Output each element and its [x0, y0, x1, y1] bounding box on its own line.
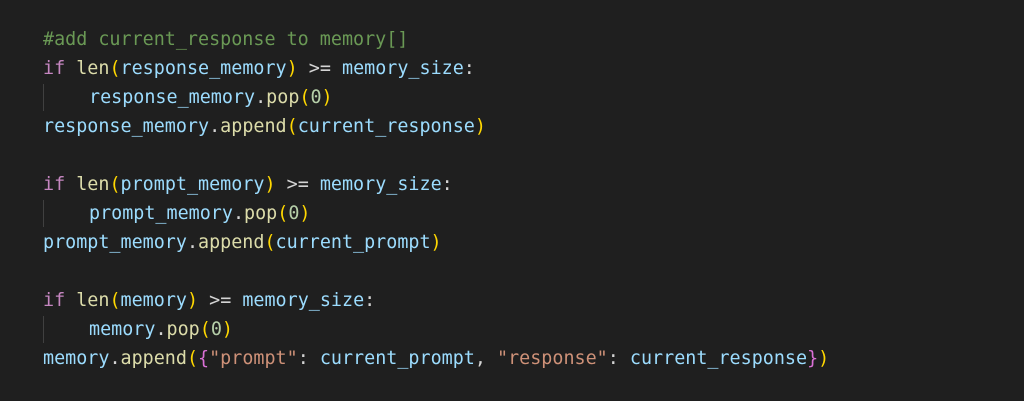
- code-token-punct: :: [463, 58, 475, 79]
- code-token-var: response_memory: [120, 58, 287, 79]
- code-token-op: >=: [297, 58, 342, 79]
- code-token-punct: :: [364, 290, 376, 311]
- code-token-number: 0: [288, 203, 300, 224]
- code-token-func: append: [198, 232, 265, 253]
- code-token-br1: (: [199, 319, 211, 340]
- code-token-br1: (: [277, 203, 289, 224]
- code-token-br1: ): [186, 290, 199, 311]
- blank-line[interactable]: [43, 257, 1024, 286]
- code-token-var: response_memory: [89, 87, 256, 108]
- code-token-func: len: [76, 58, 110, 79]
- code-line[interactable]: prompt_memory.pop(0): [43, 199, 1024, 228]
- indent-guide: [43, 84, 44, 111]
- code-token-func: append: [220, 116, 287, 137]
- code-token-var: current_prompt: [319, 348, 475, 369]
- code-token-punct: .: [109, 348, 121, 369]
- code-token-br1: (: [286, 116, 298, 137]
- code-token-var: memory_size: [242, 290, 365, 311]
- code-line[interactable]: prompt_memory.append(current_prompt): [43, 228, 1024, 257]
- code-token-br1: ): [286, 58, 298, 79]
- code-token-keyword: if: [43, 174, 66, 195]
- code-token-op: [65, 290, 76, 311]
- code-token-var: current_response: [297, 116, 475, 137]
- indent-guide: [43, 316, 44, 343]
- code-token-br1: ): [221, 319, 233, 340]
- code-token-func: pop: [266, 87, 300, 108]
- code-token-keyword: if: [43, 58, 66, 79]
- code-line[interactable]: response_memory.pop(0): [43, 83, 1024, 112]
- code-token-func: len: [76, 290, 110, 311]
- code-token-punct: :: [607, 348, 630, 369]
- code-token-br1: ): [818, 348, 830, 369]
- code-line[interactable]: memory.pop(0): [43, 315, 1024, 344]
- code-token-var: memory_size: [342, 58, 464, 79]
- code-token-var: prompt_memory: [120, 174, 265, 195]
- code-token-br1: (: [186, 348, 199, 369]
- code-token-number: 0: [210, 319, 222, 340]
- code-token-punct: .: [186, 232, 199, 253]
- code-token-var: response_memory: [43, 116, 210, 137]
- code-token-punct: .: [155, 319, 167, 340]
- code-token-punct: .: [232, 203, 245, 224]
- code-token-br1: (: [299, 87, 311, 108]
- code-line[interactable]: #add current_response to memory[]: [43, 25, 1024, 54]
- blank-line[interactable]: [43, 141, 1024, 170]
- code-token-func: len: [76, 174, 110, 195]
- code-line[interactable]: response_memory.append(current_response): [43, 112, 1024, 141]
- code-token-br1: (: [109, 58, 121, 79]
- code-token-var: current_prompt: [275, 232, 431, 253]
- code-token-comment: #add current_response to memory[]: [43, 29, 409, 50]
- code-token-func: append: [120, 348, 187, 369]
- code-token-punct: ,: [474, 348, 498, 369]
- code-token-punct: :: [297, 348, 320, 369]
- code-token-br1: ): [430, 232, 442, 253]
- code-token-br2: {: [198, 348, 210, 369]
- code-token-string: "response": [497, 348, 608, 369]
- code-token-var: memory: [120, 290, 187, 311]
- code-token-func: pop: [166, 319, 200, 340]
- code-token-br1: (: [109, 174, 121, 195]
- code-token-op: [65, 174, 76, 195]
- code-token-br1: ): [264, 174, 276, 195]
- code-token-op: >=: [198, 290, 243, 311]
- code-line[interactable]: if len(prompt_memory) >= memory_size:: [43, 170, 1024, 199]
- code-token-var: memory: [43, 348, 110, 369]
- code-token-op: [65, 58, 76, 79]
- code-token-br1: (: [109, 290, 121, 311]
- code-token-keyword: if: [43, 290, 66, 311]
- code-token-var: current_response: [629, 348, 808, 369]
- code-token-op: >=: [275, 174, 320, 195]
- code-line[interactable]: if len(memory) >= memory_size:: [43, 286, 1024, 315]
- code-line[interactable]: memory.append({"prompt": current_prompt,…: [43, 344, 1024, 373]
- code-token-punct: .: [255, 87, 267, 108]
- code-token-br1: (: [264, 232, 276, 253]
- code-token-var: memory_size: [319, 174, 442, 195]
- code-token-var: memory: [89, 319, 156, 340]
- code-token-br1: ): [299, 203, 311, 224]
- code-token-br1: ): [474, 116, 486, 137]
- code-line[interactable]: if len(response_memory) >= memory_size:: [43, 54, 1024, 83]
- code-token-var: prompt_memory: [43, 232, 187, 253]
- code-token-func: pop: [244, 203, 278, 224]
- code-token-br2: }: [807, 348, 819, 369]
- indent-guide: [43, 200, 44, 227]
- code-token-var: prompt_memory: [89, 203, 233, 224]
- code-token-punct: .: [209, 116, 221, 137]
- code-token-br1: ): [321, 87, 333, 108]
- code-token-number: 0: [310, 87, 322, 108]
- code-token-string: "prompt": [209, 348, 298, 369]
- code-token-punct: :: [441, 174, 453, 195]
